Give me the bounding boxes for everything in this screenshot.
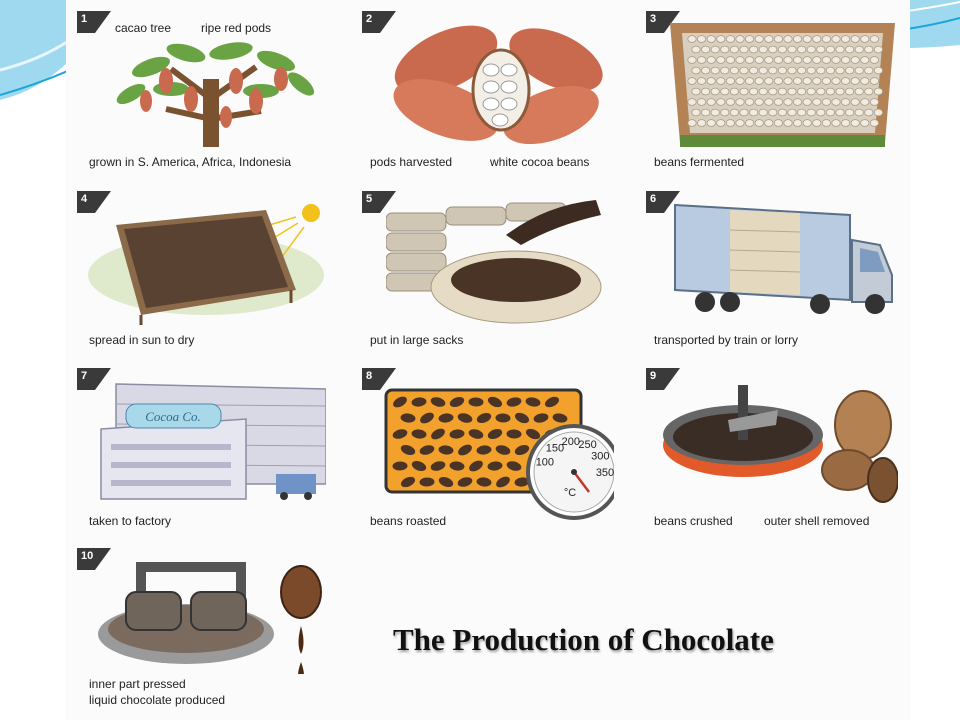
dial-value: 350 [596, 467, 614, 479]
step-9-panel: 9 beans crushed outer shell removed [640, 362, 902, 530]
dial-value: 250 [578, 439, 596, 451]
step-1-panel: 1 cacao tree ripe red pods [71, 5, 333, 173]
drying-tray-icon [88, 204, 324, 325]
step-5-panel: 5 put in large sacks [356, 185, 618, 353]
step-8-caption: beans roasted [370, 514, 447, 528]
step-9-caption-crushed: beans crushed [654, 514, 733, 528]
cacao-pods-icon [393, 25, 603, 145]
press-icon [98, 562, 322, 674]
step-10-caption-pressed: inner part pressed [89, 677, 186, 691]
step-4-caption: spread in sun to dry [89, 333, 195, 347]
step-4-panel: 4 spread in sun to dry [71, 185, 333, 353]
step-5-number: 5 [366, 193, 373, 205]
step-5-badge: 5 [362, 191, 396, 213]
dial-value: 300 [591, 451, 609, 463]
step-6-panel: 6 transported by train or lorry [640, 185, 902, 353]
step-2-caption-harvested: pods harvested [370, 155, 453, 169]
corner-decoration-left [0, 0, 70, 100]
step-6-badge: 6 [646, 191, 680, 213]
step-4-badge: 4 [77, 191, 111, 213]
process-diagram: 1 cacao tree ripe red pods [66, 0, 910, 720]
factory-sign: Cocoa Co. [145, 409, 201, 424]
step-10-number: 10 [81, 550, 94, 562]
cacao-tree-icon [116, 42, 315, 147]
step-1-label-tree: cacao tree [115, 21, 172, 35]
step-10-badge: 10 [77, 548, 111, 570]
diagram-title: The Production of Chocolate [393, 622, 774, 657]
step-7-caption: taken to factory [89, 514, 172, 528]
step-7-badge: 7 [77, 368, 111, 390]
step-9-number: 9 [650, 370, 657, 382]
dial-value: 150 [546, 443, 564, 455]
step-2-panel: 2 pods harvested white cocoa beans [356, 5, 618, 173]
step-3-caption: beans fermented [654, 155, 745, 169]
step-7-number: 7 [81, 370, 88, 382]
step-7-panel: 7 Cocoa Co. taken to factory [71, 362, 333, 530]
step-2-badge: 2 [362, 11, 396, 33]
step-3-badge: 3 [646, 11, 680, 33]
crusher-icon [663, 385, 898, 503]
step-5-caption: put in large sacks [370, 333, 464, 347]
dial-value: 200 [562, 436, 580, 448]
step-2-number: 2 [366, 13, 373, 25]
fermenting-box-icon [670, 23, 895, 147]
step-1-label-pods: ripe red pods [201, 21, 272, 35]
step-4-number: 4 [81, 193, 88, 205]
step-8-number: 8 [366, 370, 373, 382]
factory-icon: Cocoa Co. [100, 383, 326, 500]
step-6-caption: transported by train or lorry [654, 333, 799, 347]
step-10-panel: 10 inner part pressed liquid chocolate p… [71, 542, 333, 717]
step-6-number: 6 [650, 193, 657, 205]
dial-unit: °C [564, 487, 576, 499]
step-9-caption-shell: outer shell removed [764, 514, 870, 528]
step-2-caption-beans: white cocoa beans [490, 155, 590, 169]
step-1-badge: 1 [77, 11, 111, 33]
step-10-caption-liquid: liquid chocolate produced [89, 693, 226, 707]
step-3-panel: 3 beans fermented [640, 5, 902, 173]
step-8-badge: 8 [362, 368, 396, 390]
step-1-number: 1 [81, 13, 88, 25]
truck-icon [674, 203, 893, 314]
step-3-number: 3 [650, 13, 657, 25]
step-9-badge: 9 [646, 368, 680, 390]
dial-value: 100 [536, 456, 554, 468]
step-1-caption: grown in S. America, Africa, Indonesia [89, 155, 292, 169]
sacks-icon [386, 200, 602, 324]
